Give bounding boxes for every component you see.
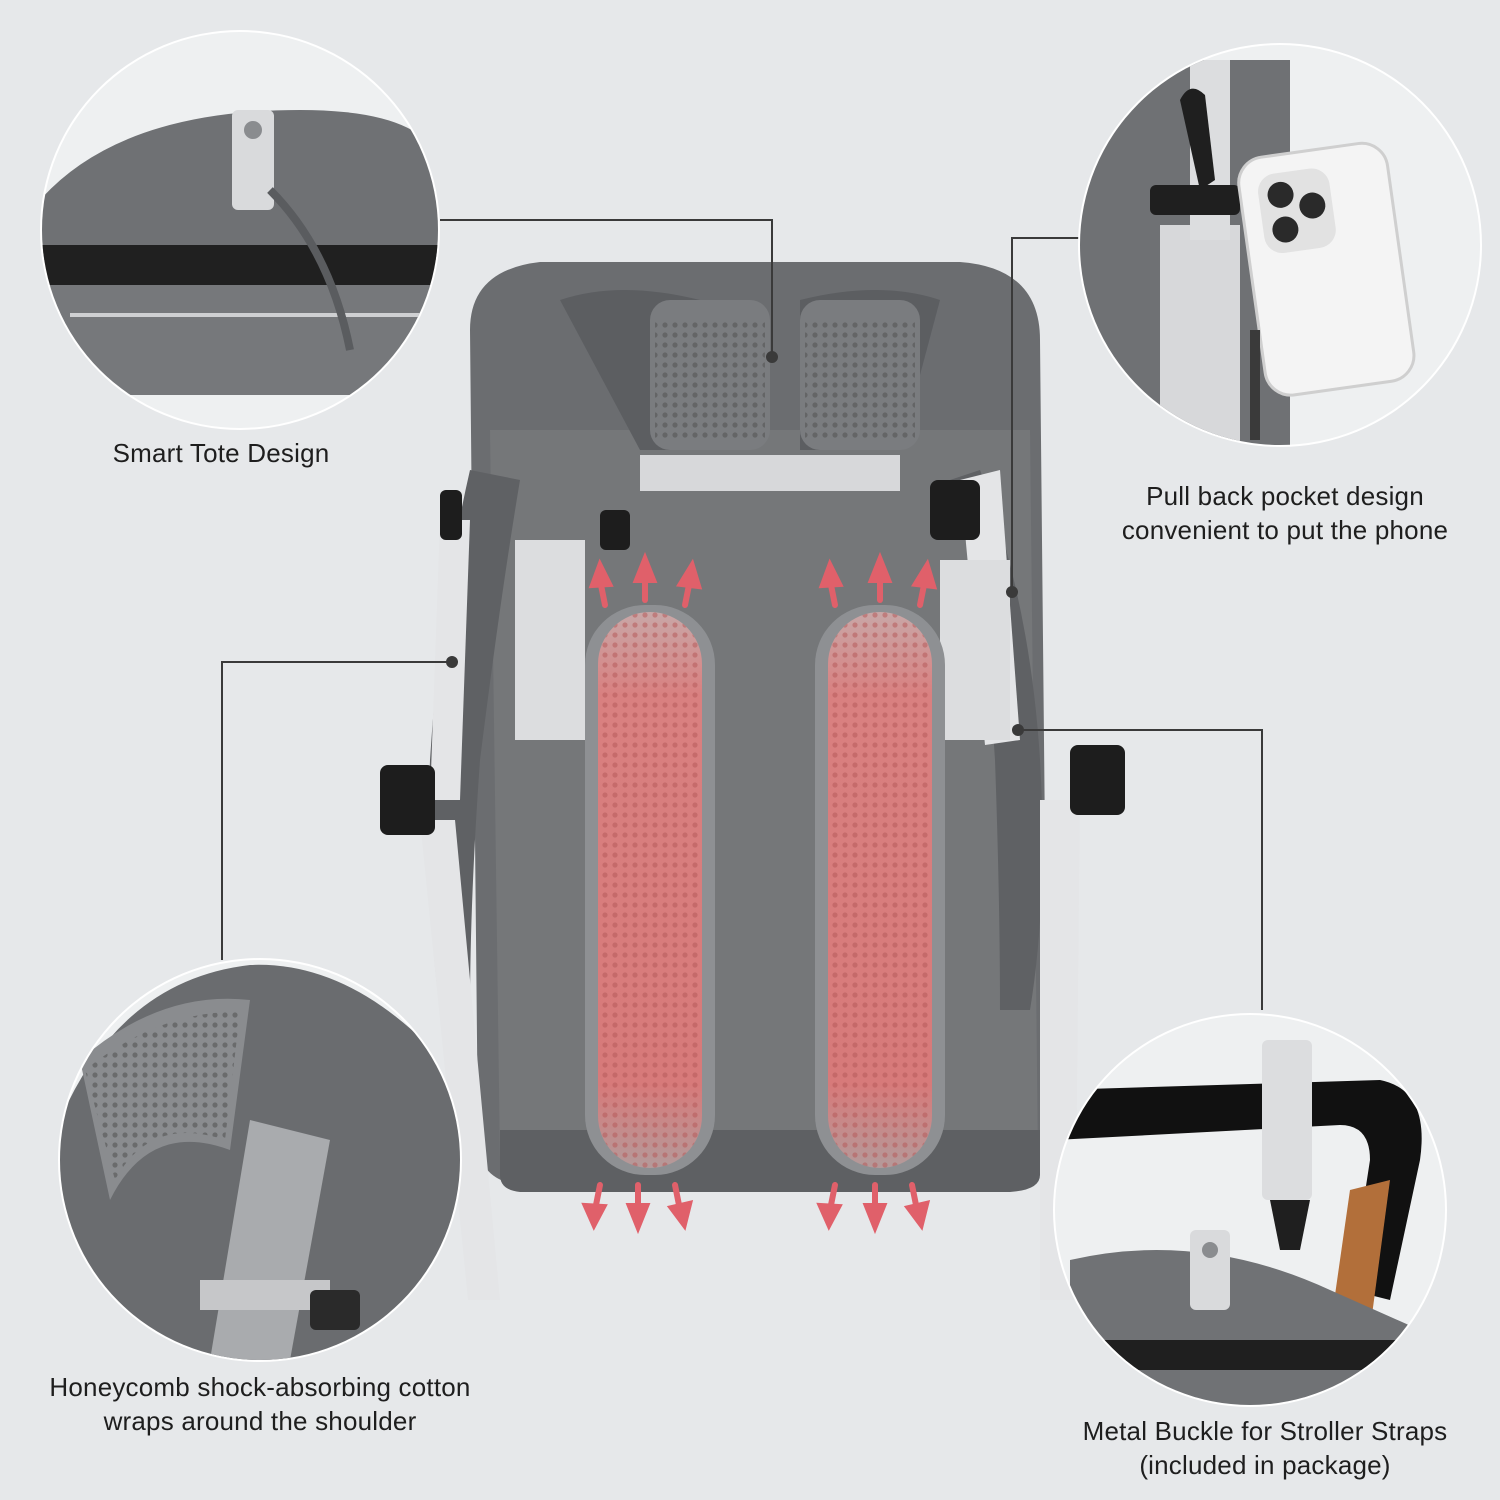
detail-circle-phone-pocket — [1078, 43, 1482, 447]
leader-lines — [221, 219, 1263, 1010]
breathable-mesh-panel-right — [815, 605, 945, 1175]
caption-metal-buckle: Metal Buckle for Stroller Straps (includ… — [1040, 1414, 1490, 1482]
detail-circle-shoulder-strap — [58, 958, 462, 1362]
caption-honeycomb-cotton: Honeycomb shock-absorbing cotton wraps a… — [10, 1370, 510, 1438]
backpack-back-view — [380, 262, 1125, 1300]
caption-smart-tote-design: Smart Tote Design — [60, 436, 382, 470]
caption-line: Pull back pocket design — [1146, 481, 1424, 511]
caption-line: convenient to put the phone — [1121, 515, 1449, 545]
detail-circle-stroller-buckle — [1053, 1013, 1447, 1407]
caption-line: wraps around the shoulder — [103, 1406, 417, 1436]
caption-line: (included in package) — [1139, 1450, 1391, 1480]
detail-circle-tote — [40, 30, 440, 430]
breathable-mesh-panel-left — [585, 605, 715, 1175]
caption-pull-back-pocket: Pull back pocket design convenient to pu… — [1090, 479, 1480, 547]
caption-line: Smart Tote Design — [112, 438, 330, 468]
airflow-arrows — [581, 551, 938, 1235]
caption-line: Metal Buckle for Stroller Straps — [1082, 1416, 1448, 1446]
caption-line: Honeycomb shock-absorbing cotton — [49, 1372, 471, 1402]
